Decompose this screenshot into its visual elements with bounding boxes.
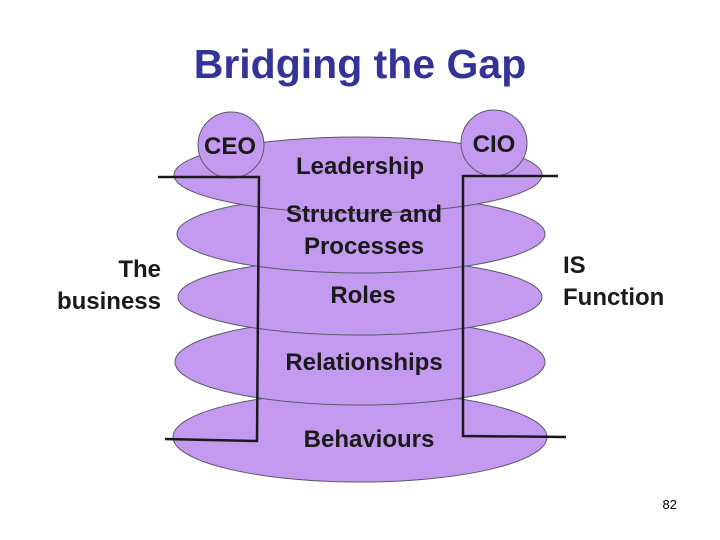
business-label-line1: The — [118, 256, 161, 283]
business-label-line2: business — [56, 288, 161, 315]
is-function-label: IS Function — [563, 250, 664, 314]
layer-label-structure-line2: Processes — [304, 233, 424, 260]
is-boundary-line — [461, 174, 567, 439]
layer-label-behaviours: Behaviours — [304, 426, 435, 453]
ceo-label: CEO — [204, 133, 256, 160]
page-number: 82 — [662, 497, 677, 512]
cio-label: CIO — [473, 131, 516, 158]
layer-label-leadership: Leadership — [296, 153, 424, 180]
business-label: The business — [57, 254, 161, 318]
is-function-label-line1: IS — [563, 252, 586, 279]
layer-label-roles: Roles — [330, 282, 395, 309]
is-function-label-line2: Function — [563, 284, 665, 311]
layer-label-structure-line1: Structure and — [286, 201, 442, 228]
slide-title: Bridging the Gap — [193, 41, 527, 87]
layer-label-relationships: Relationships — [285, 349, 442, 376]
business-boundary-line — [158, 175, 261, 443]
